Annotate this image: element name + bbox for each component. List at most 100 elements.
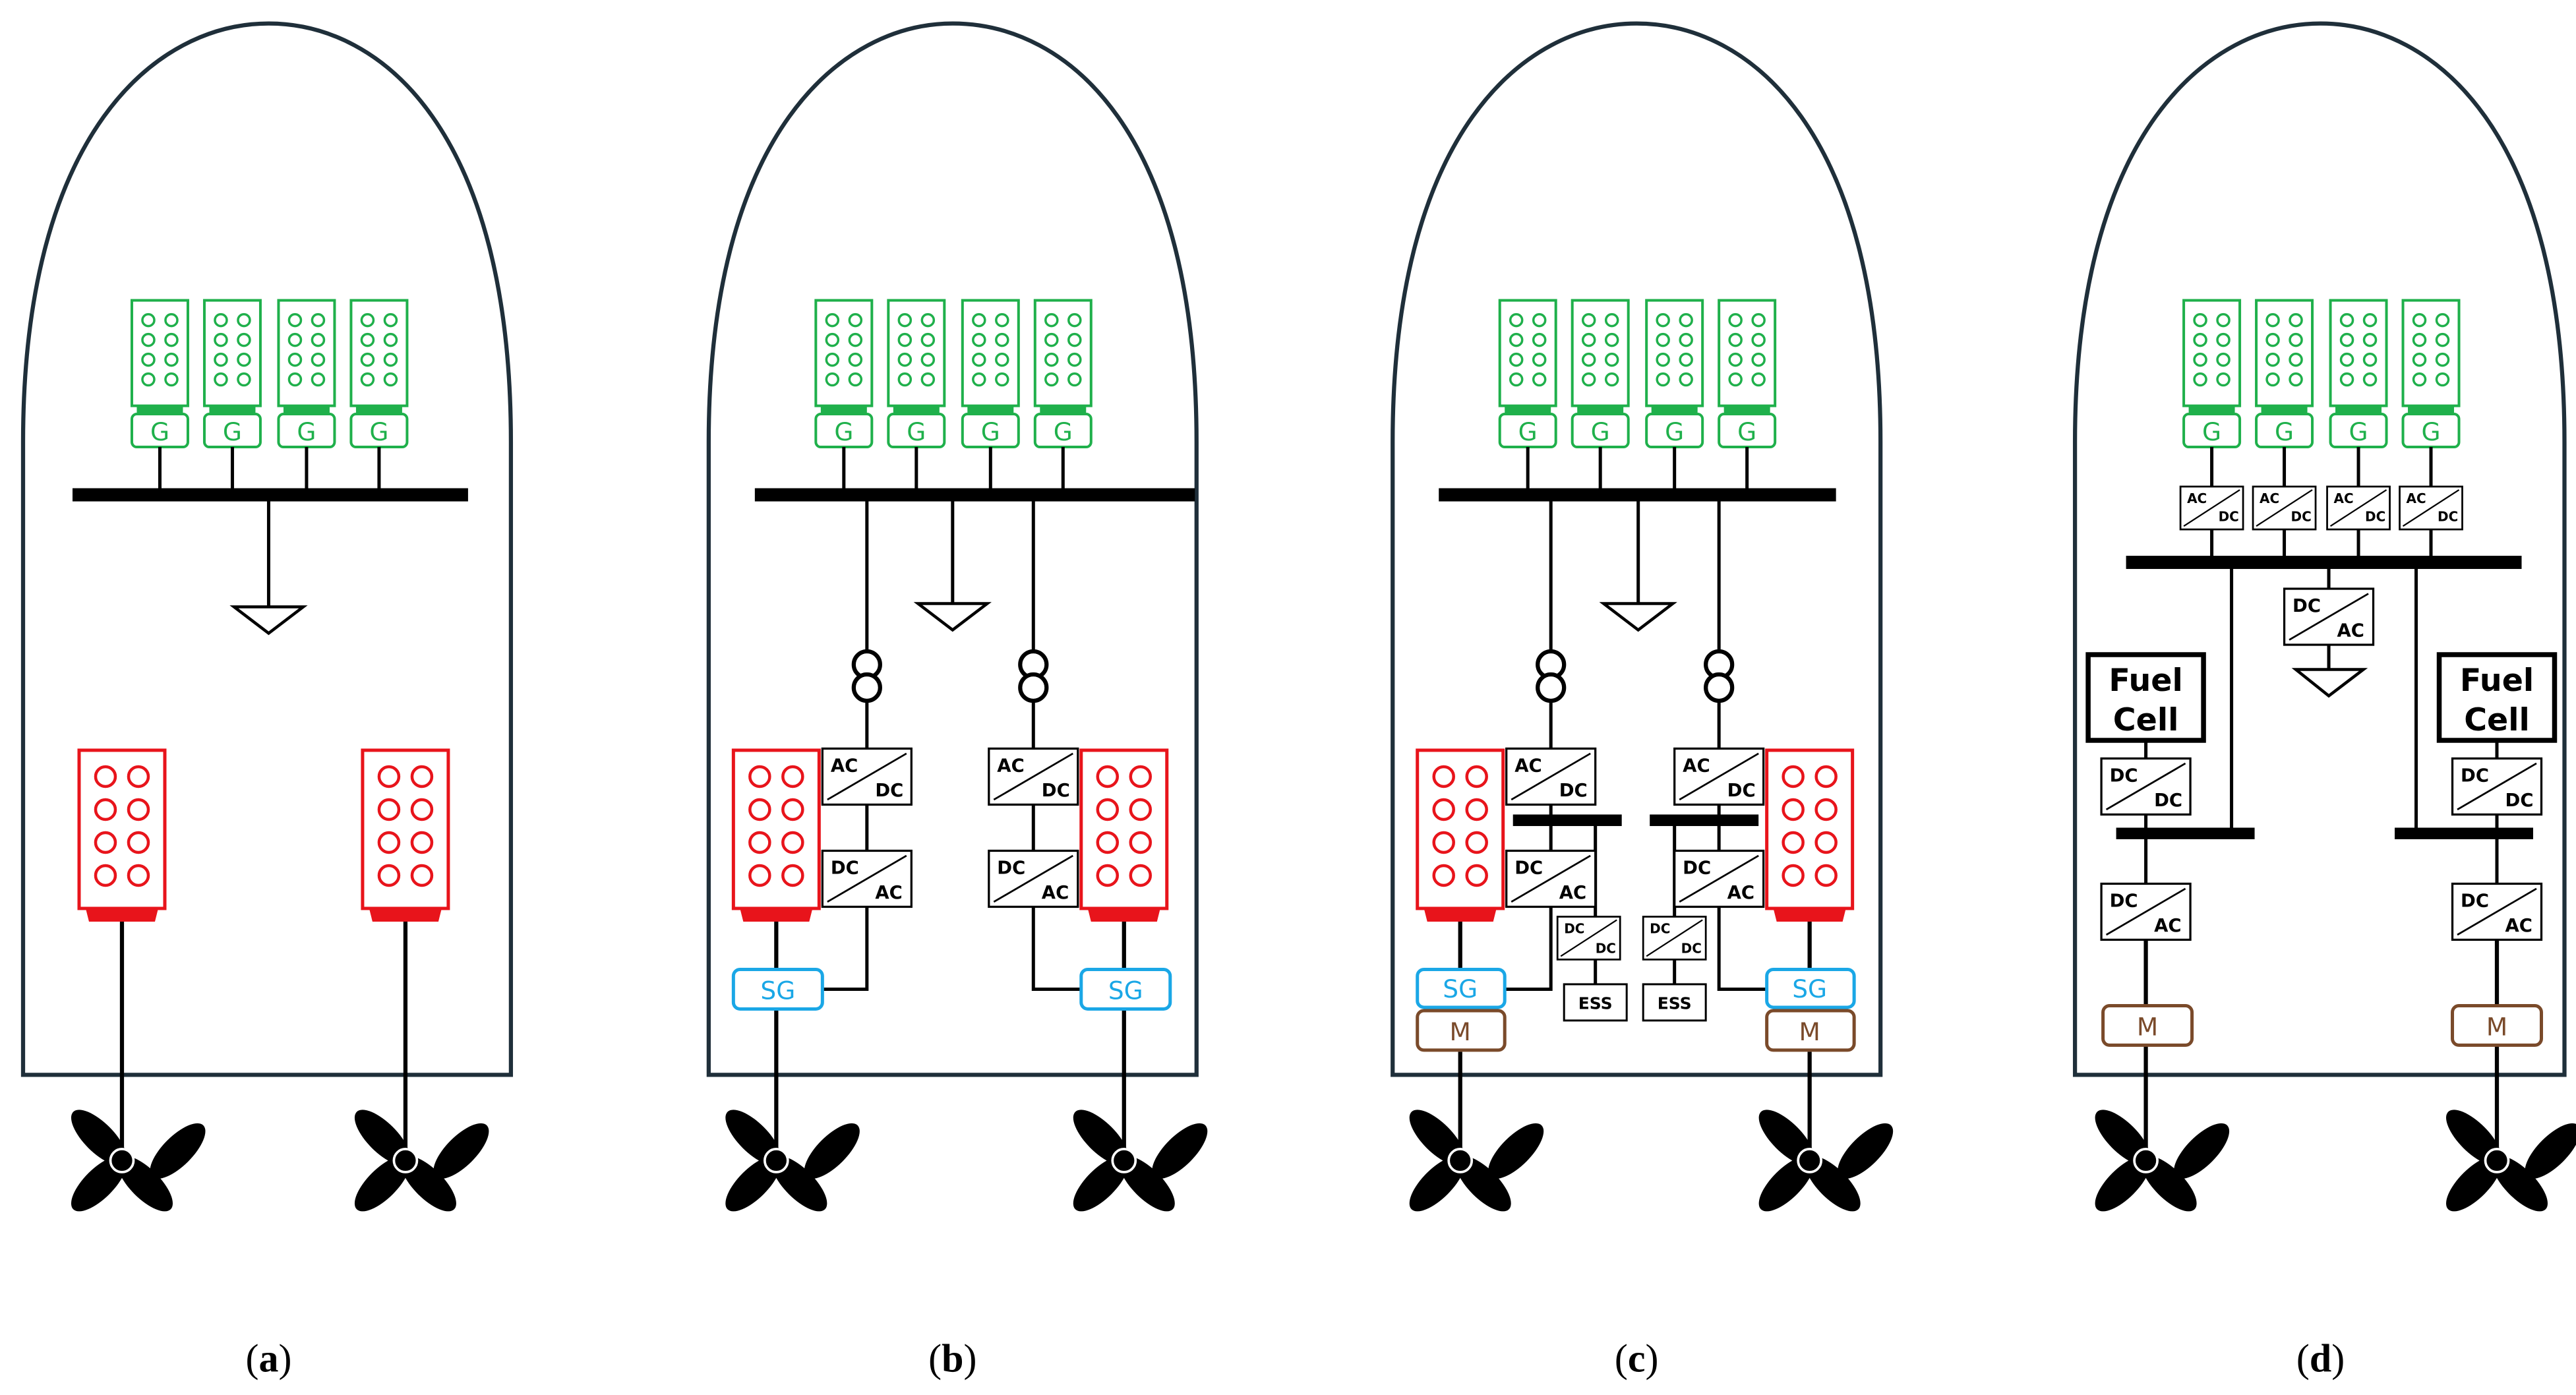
converter-label: DC <box>2219 509 2239 525</box>
generator-engine-icon <box>2329 299 2388 416</box>
converter-label: AC <box>2260 490 2279 506</box>
fuel-cell-box <box>2436 652 2558 743</box>
panel-caption-c: (c) <box>1615 1336 1659 1380</box>
propulsion-engine-icon <box>733 750 819 922</box>
generator-label: G <box>223 417 242 446</box>
generator-label: G <box>1518 417 1538 446</box>
dc-busbar <box>1650 814 1759 826</box>
shaft-generator-box <box>1079 967 1172 1011</box>
propulsion-engine-icon <box>363 750 448 922</box>
generator-label: G <box>2275 417 2294 446</box>
transformer-icon <box>1706 651 1732 701</box>
generator-label: G <box>297 417 316 446</box>
panel-caption-b: (b) <box>928 1336 976 1380</box>
fuel-cell-label: Fuel <box>2460 663 2534 699</box>
converter-label: AC <box>1042 882 1069 903</box>
generator-label: G <box>2202 417 2221 446</box>
converter-label: DC <box>2505 790 2534 811</box>
ess-box <box>1563 983 1628 1022</box>
generator-engine-icon <box>1033 299 1093 416</box>
generator-engine-icon <box>202 299 262 416</box>
load-symbol <box>1599 602 1677 632</box>
transformer-icon <box>1020 651 1046 701</box>
converter-label: DC <box>1559 780 1588 801</box>
converter-label: DC <box>1564 920 1584 936</box>
hull-outline <box>706 21 1199 1077</box>
converter-label: DC <box>1596 940 1616 956</box>
generator-label: G <box>907 417 926 446</box>
generator-label: G <box>1665 417 1684 446</box>
converter-label: AC <box>2187 490 2207 506</box>
fuel-cell-label: Cell <box>2464 702 2530 738</box>
converter-label: DC <box>2110 765 2138 786</box>
converter-label: DC <box>1681 940 1702 956</box>
panel-caption-d: (d) <box>2296 1336 2345 1380</box>
shaft-generator-label: SG <box>1443 974 1478 1003</box>
propulsion-engine-icon <box>1081 750 1167 922</box>
converter-label: DC <box>2110 890 2138 911</box>
generator-engine-icon <box>349 299 409 416</box>
main-busbar <box>1439 488 1836 502</box>
converter-label: AC <box>997 755 1024 776</box>
generator-engine-icon <box>1645 299 1704 416</box>
load-symbol <box>229 605 308 636</box>
generator-engine-icon <box>887 299 946 416</box>
converter-label: AC <box>1514 755 1542 776</box>
motor-label: M <box>2486 1012 2507 1041</box>
generator-label: G <box>1737 417 1756 446</box>
converter-label: AC <box>1559 882 1586 903</box>
converter-label: DC <box>1727 780 1756 801</box>
dc-main-busbar <box>2126 556 2522 570</box>
generator-label: G <box>1054 417 1073 446</box>
propeller-icon <box>715 1100 870 1222</box>
generator-label: G <box>2422 417 2441 446</box>
propeller-icon <box>2085 1100 2239 1222</box>
converter-label: DC <box>997 857 1025 878</box>
motor-label: M <box>1450 1017 1471 1046</box>
generator-engine-icon <box>814 299 874 416</box>
converter-label: DC <box>2461 765 2489 786</box>
dc-busbar <box>1513 814 1622 826</box>
panel-c: G G G G <box>1391 21 1903 1222</box>
propeller-icon <box>2436 1100 2576 1222</box>
ess-label: ESS <box>1658 994 1692 1013</box>
converter-label: AC <box>2154 915 2181 936</box>
generator-label: G <box>981 417 1000 446</box>
main-busbar <box>754 488 1195 502</box>
generator-engine-icon <box>1571 299 1630 416</box>
converter-label: AC <box>2407 490 2426 506</box>
converter-label: DC <box>1042 780 1070 801</box>
load-symbol <box>2291 668 2368 698</box>
panel-caption-a: (a) <box>245 1336 291 1380</box>
propulsion-engine-icon <box>1767 750 1853 922</box>
propeller-icon <box>1400 1100 1553 1222</box>
main-busbar <box>72 488 468 502</box>
generator-engine-icon <box>961 299 1020 416</box>
transformer-icon <box>854 651 880 701</box>
generator-label: G <box>150 417 169 446</box>
generator-label: G <box>1591 417 1610 446</box>
hull-outline <box>20 21 514 1077</box>
converter-label: DC <box>2292 595 2321 616</box>
converter-label: AC <box>1727 882 1754 903</box>
dc-busbar <box>2395 827 2534 839</box>
generator-engine-icon <box>2401 299 2461 416</box>
converter-label: DC <box>831 857 859 878</box>
generator-label: G <box>834 417 853 446</box>
converter-label: DC <box>2154 790 2182 811</box>
converter-label: DC <box>875 780 903 801</box>
converter-label: DC <box>2291 509 2312 525</box>
motor-box <box>1416 1009 1507 1052</box>
converter-label: DC <box>1650 920 1670 936</box>
panel-d: G G G G AC DC <box>2072 21 2576 1222</box>
generator-label: G <box>2349 417 2368 446</box>
converter-label: DC <box>1683 857 1711 878</box>
generator-engine-icon <box>2255 299 2314 416</box>
generator-engine-icon <box>2182 299 2242 416</box>
panel-b: G G G G AC DC <box>706 21 1217 1222</box>
panel-a: G G G G <box>20 21 514 1222</box>
converter-label: DC <box>2438 509 2458 525</box>
motor-box <box>2101 1003 2194 1047</box>
shaft-generator-box <box>731 967 824 1011</box>
